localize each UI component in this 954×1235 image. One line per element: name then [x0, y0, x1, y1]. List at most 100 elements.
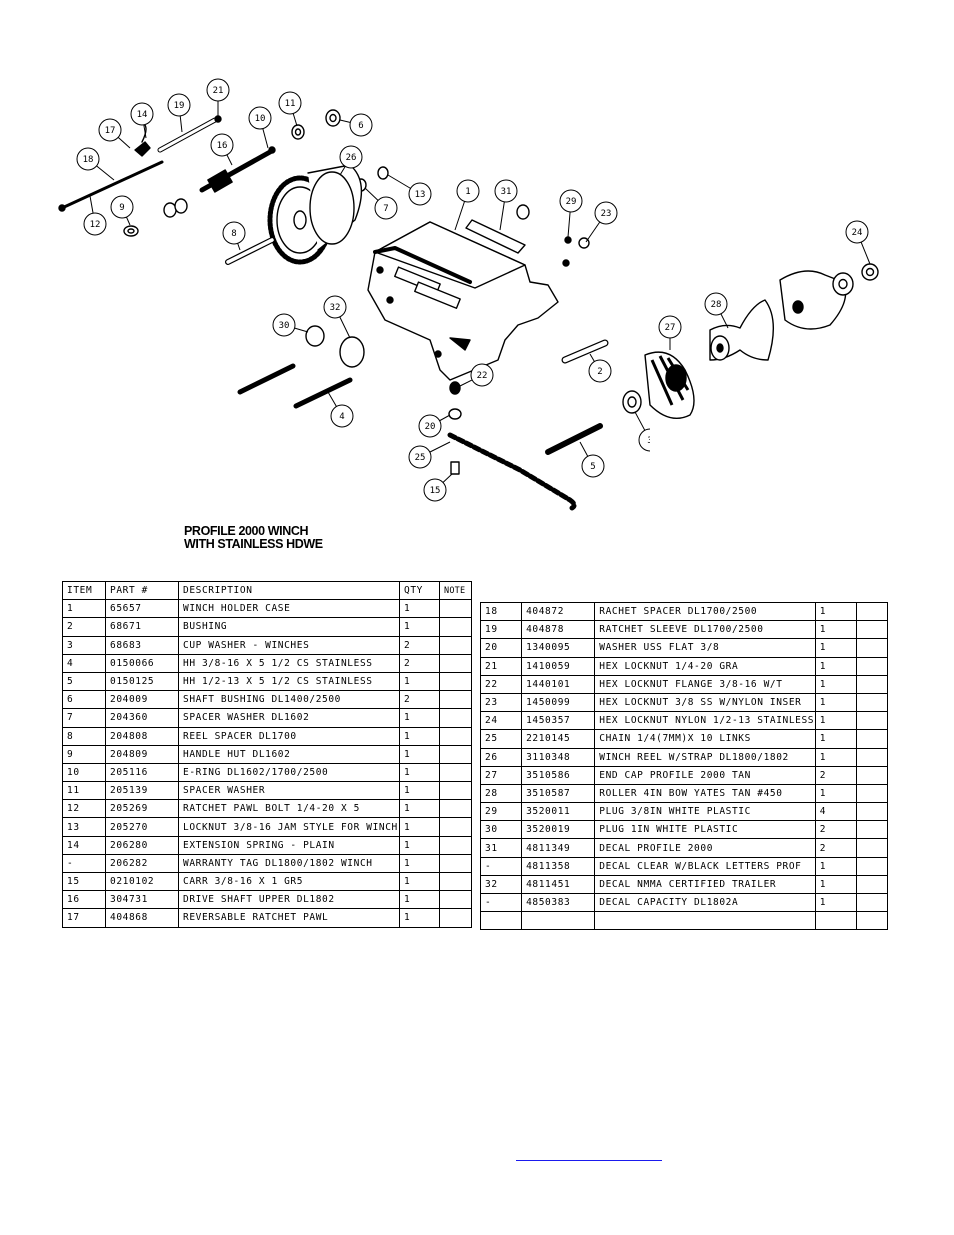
cell-note	[855, 638, 889, 658]
cell-note	[855, 656, 889, 676]
cell-description	[594, 911, 816, 931]
callout-bubble	[470, 363, 494, 387]
cell-part: 204009	[105, 690, 179, 710]
cell-description: REEL SPACER DL1700	[178, 726, 400, 746]
callout-bubble	[594, 201, 618, 225]
cell-note	[439, 653, 472, 673]
cell-description: HANDLE HUT DL1602	[178, 744, 400, 764]
cell-part: 204360	[105, 708, 179, 728]
cell-item: 16	[62, 890, 106, 910]
cell-note	[855, 838, 889, 858]
cell-description: PLUG 1IN WHITE PLASTIC	[594, 820, 816, 840]
cell-description: LOCKNUT 3/8-16 JAM STYLE FOR WINCH	[178, 817, 400, 837]
cell-item: 29	[479, 802, 523, 822]
cell-item: 2	[62, 617, 106, 637]
cell-description: WINCH HOLDER CASE	[178, 599, 400, 619]
cell-part: 205139	[105, 781, 179, 801]
cell-note	[439, 781, 472, 801]
cell-part: 1410059	[521, 656, 596, 676]
cell-note	[439, 744, 472, 764]
cell-part: 205270	[105, 817, 179, 837]
callout-bubble	[83, 212, 107, 236]
cell-item: -	[479, 892, 523, 913]
cell-note	[855, 892, 889, 913]
cell-description: E-RING DL1602/1700/2500	[178, 762, 400, 783]
callout-label: 12	[90, 220, 101, 230]
cell-part: 0150125	[105, 671, 179, 692]
cell-item: 6	[62, 690, 106, 710]
cell-description: HEX LOCKNUT 1/4-20 GRA	[594, 656, 816, 676]
cell-item: 20	[479, 638, 523, 658]
cell-qty: 1	[399, 835, 440, 855]
cell-qty: 1	[814, 729, 857, 749]
cell-note	[855, 765, 889, 785]
callout-bubble	[559, 189, 583, 213]
cell-item: 13	[62, 817, 106, 837]
cell-note	[855, 692, 889, 713]
cell-note	[439, 617, 472, 637]
cell-item: 8	[62, 726, 106, 746]
cell-note	[855, 874, 889, 895]
callout-label: 3	[647, 436, 650, 446]
cell-qty: 1	[814, 747, 857, 767]
cell-description: DECAL PROFILE 2000	[594, 838, 816, 858]
cell-description: PLUG 3/8IN WHITE PLASTIC	[594, 802, 816, 822]
cell-description: END CAP PROFILE 2000 TAN	[594, 765, 816, 785]
cell-part: 2210145	[521, 729, 596, 749]
cell-note	[439, 853, 472, 874]
cell-description: DECAL CAPACITY DL1802A	[594, 892, 816, 913]
callout-bubble	[349, 113, 373, 137]
cell-description: SPACER WASHER DL1602	[178, 708, 400, 728]
cell-item: 14	[62, 835, 106, 855]
cell-item: 23	[479, 692, 523, 713]
cell-part: 4811349	[521, 838, 596, 858]
cell-description: RATCHET PAWL BOLT 1/4-20 X 5	[178, 799, 400, 819]
callout-bubble	[418, 414, 442, 438]
cell-part: 204808	[105, 726, 179, 746]
cell-description: WINCH REEL W/STRAP DL1800/1802	[594, 747, 816, 767]
footer-link-underline[interactable]	[516, 1158, 662, 1161]
cell-qty: 1	[814, 601, 857, 622]
cell-item: 26	[479, 747, 523, 767]
cell-qty	[814, 911, 857, 931]
cell-note	[439, 726, 472, 746]
cell-note	[439, 799, 472, 819]
cell-note	[855, 674, 889, 694]
cell-description: CHAIN 1/4(7MM)X 10 LINKS	[594, 729, 816, 749]
cell-item: 25	[479, 729, 523, 749]
cell-description: EXTENSION SPRING - PLAIN	[178, 835, 400, 855]
cell-description: HEX LOCKNUT FLANGE 3/8-16 W/T	[594, 674, 816, 694]
callout-label: 23	[601, 209, 612, 219]
callout-bubble	[456, 179, 480, 203]
cell-part: 3510587	[521, 783, 596, 804]
cell-note	[439, 890, 472, 910]
callout-label: 1	[465, 187, 470, 197]
cell-part: 3520011	[521, 802, 596, 822]
callout-bubble	[339, 145, 363, 169]
callout-label: 13	[415, 190, 426, 200]
cell-item: 27	[479, 765, 523, 785]
cell-qty: 1	[814, 674, 857, 694]
callout-label: 20	[425, 422, 436, 432]
cell-qty: 1	[814, 892, 857, 913]
callout-bubble	[374, 196, 398, 220]
cell-note	[855, 802, 889, 822]
callout-label: 25	[415, 453, 426, 463]
cell-qty: 2	[814, 765, 857, 785]
cell-description: DECAL NMMA CERTIFIED TRAILER	[594, 874, 816, 895]
